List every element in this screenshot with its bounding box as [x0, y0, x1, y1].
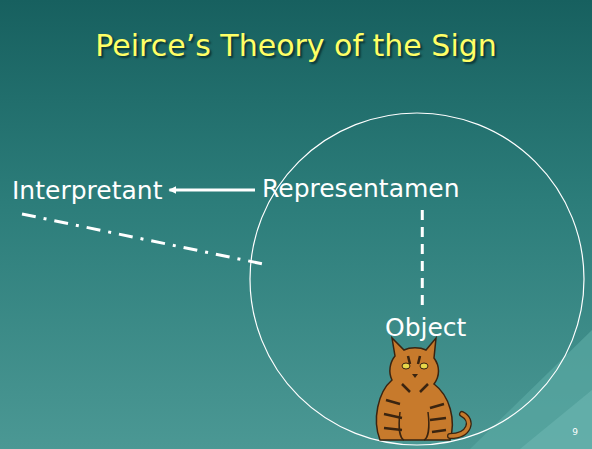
connector-line	[169, 189, 255, 192]
node-text: Object	[385, 313, 466, 342]
slide-title: Peirce’s Theory of the Sign	[0, 28, 592, 64]
representamen-label-node: Representamen	[259, 172, 463, 206]
sign-circle	[250, 113, 584, 445]
hill-shape	[520, 390, 592, 449]
hill-shape	[470, 330, 592, 449]
dash-dot-line	[22, 214, 268, 265]
object-label-node: Object	[382, 311, 469, 345]
page-number: 9	[572, 427, 578, 437]
connector-line	[421, 210, 424, 307]
cat-illustration	[376, 338, 468, 440]
interpretant-label-node: Interpretant	[9, 174, 165, 208]
node-text: Representamen	[262, 174, 460, 203]
node-text: Interpretant	[12, 176, 162, 205]
